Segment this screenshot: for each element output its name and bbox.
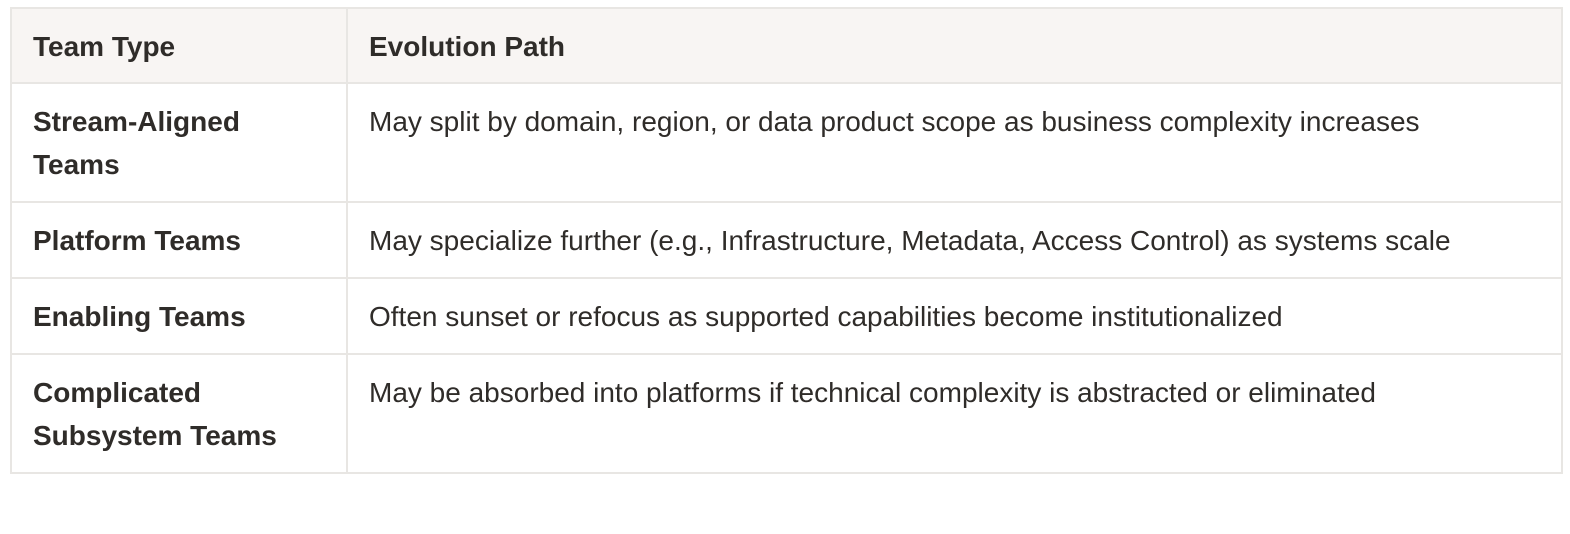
team-evolution-table-container: Team Type Evolution Path Stream-Aligned … [10,7,1563,474]
table-row: Enabling Teams Often sunset or refocus a… [10,277,1563,355]
evolution-path-cell: Often sunset or refocus as supported cap… [346,277,1563,355]
evolution-path-cell: May split by domain, region, or data pro… [346,82,1563,203]
evolution-path-cell: May specialize further (e.g., Infrastruc… [346,201,1563,279]
header-evolution-path: Evolution Path [346,7,1563,84]
header-team-type: Team Type [10,7,348,84]
team-type-cell: Stream-Aligned Teams [10,82,348,203]
team-type-cell: Complicated Subsystem Teams [10,353,348,474]
team-type-cell: Enabling Teams [10,277,348,355]
table-header-row: Team Type Evolution Path [10,7,1563,84]
table-row: Platform Teams May specialize further (e… [10,201,1563,279]
evolution-path-cell: May be absorbed into platforms if techni… [346,353,1563,474]
table-row: Complicated Subsystem Teams May be absor… [10,353,1563,474]
table-row: Stream-Aligned Teams May split by domain… [10,82,1563,203]
team-evolution-table: Team Type Evolution Path Stream-Aligned … [10,7,1563,474]
team-type-cell: Platform Teams [10,201,348,279]
